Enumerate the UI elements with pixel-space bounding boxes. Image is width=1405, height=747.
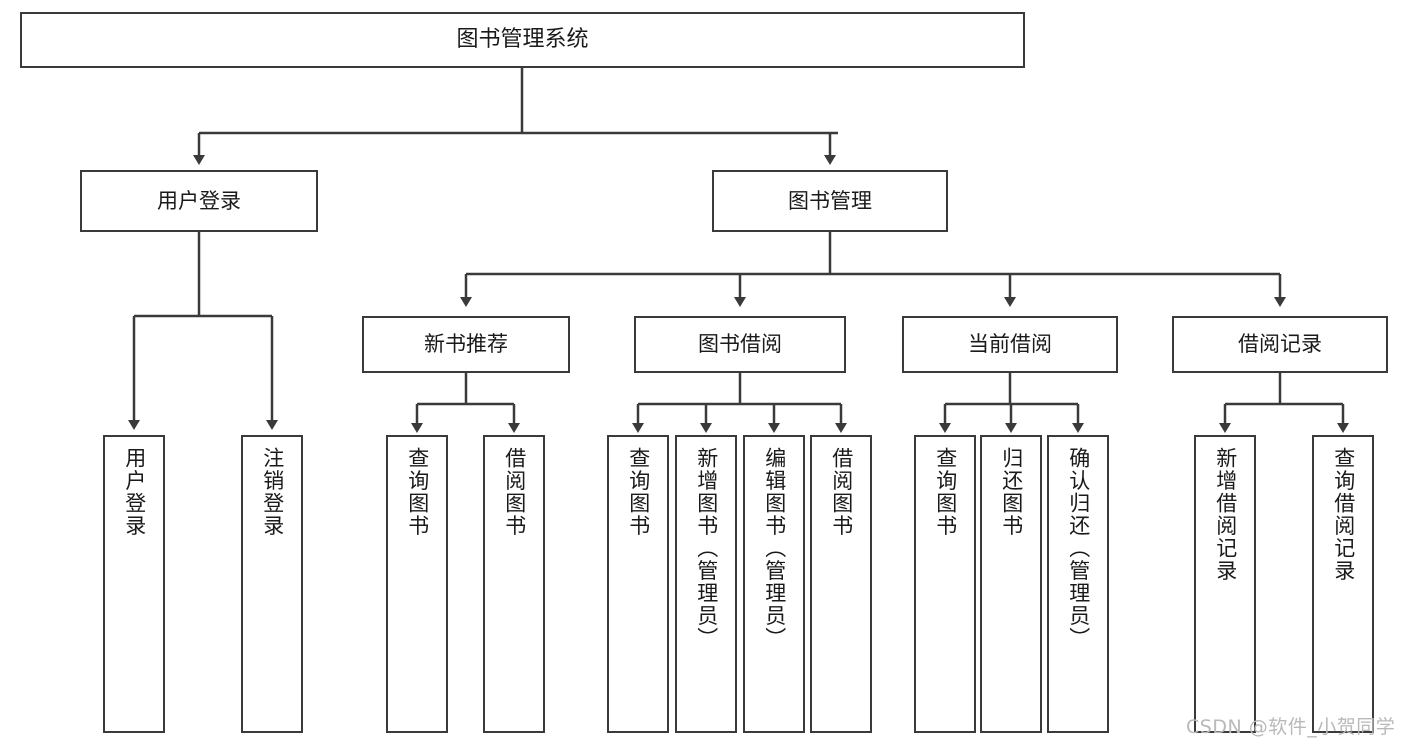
node-borrow-record[interactable]: 借阅记录 — [1172, 316, 1388, 373]
node-current-borrow[interactable]: 当前借阅 — [902, 316, 1118, 373]
leaf-borrow-query-book[interactable]: 查询图书 — [607, 435, 669, 733]
leaf-borrow-edit-book[interactable]: 编辑图书（管理员） — [743, 435, 805, 733]
node-label: 图书管理 — [788, 188, 872, 213]
leaf-current-confirm-return[interactable]: 确认归还（管理员） — [1047, 435, 1109, 733]
node-label: 借阅记录 — [1238, 332, 1322, 357]
node-label: 查询图书 — [626, 447, 651, 537]
node-label: 借阅图书 — [829, 447, 854, 537]
node-label: 图书管理系统 — [456, 27, 589, 53]
node-user-login[interactable]: 用户登录 — [80, 170, 318, 232]
node-book-borrow[interactable]: 图书借阅 — [634, 316, 846, 373]
node-label: 归还图书 — [999, 447, 1024, 537]
leaf-record-add[interactable]: 新增借阅记录 — [1194, 435, 1256, 733]
leaf-user-login[interactable]: 用户登录 — [103, 435, 165, 733]
node-label: 确认归还（管理员） — [1066, 447, 1091, 650]
node-label: 新增借阅记录 — [1213, 447, 1238, 582]
leaf-current-return-book[interactable]: 归还图书 — [980, 435, 1042, 733]
node-label: 用户登录 — [157, 188, 241, 213]
node-label: 查询图书 — [933, 447, 958, 537]
node-label: 新书推荐 — [424, 332, 508, 357]
node-label: 编辑图书（管理员） — [762, 447, 787, 650]
node-label: 借阅图书 — [502, 447, 527, 537]
node-label: 当前借阅 — [968, 332, 1052, 357]
leaf-borrow-add-book[interactable]: 新增图书（管理员） — [675, 435, 737, 733]
leaf-new-book-query[interactable]: 查询图书 — [386, 435, 448, 733]
leaf-borrow-borrow-book[interactable]: 借阅图书 — [810, 435, 872, 733]
node-label: 新增图书（管理员） — [694, 447, 719, 650]
node-label: 查询借阅记录 — [1331, 447, 1356, 582]
node-label: 图书借阅 — [698, 332, 782, 357]
leaf-new-book-borrow[interactable]: 借阅图书 — [483, 435, 545, 733]
node-label: 注销登录 — [260, 447, 285, 537]
leaf-record-query[interactable]: 查询借阅记录 — [1312, 435, 1374, 733]
node-book-management[interactable]: 图书管理 — [712, 170, 948, 232]
leaf-current-query-book[interactable]: 查询图书 — [914, 435, 976, 733]
node-label: 查询图书 — [405, 447, 430, 537]
leaf-logout[interactable]: 注销登录 — [241, 435, 303, 733]
node-label: 用户登录 — [122, 447, 147, 537]
node-root-system[interactable]: 图书管理系统 — [20, 12, 1025, 68]
node-new-book-recommend[interactable]: 新书推荐 — [362, 316, 570, 373]
